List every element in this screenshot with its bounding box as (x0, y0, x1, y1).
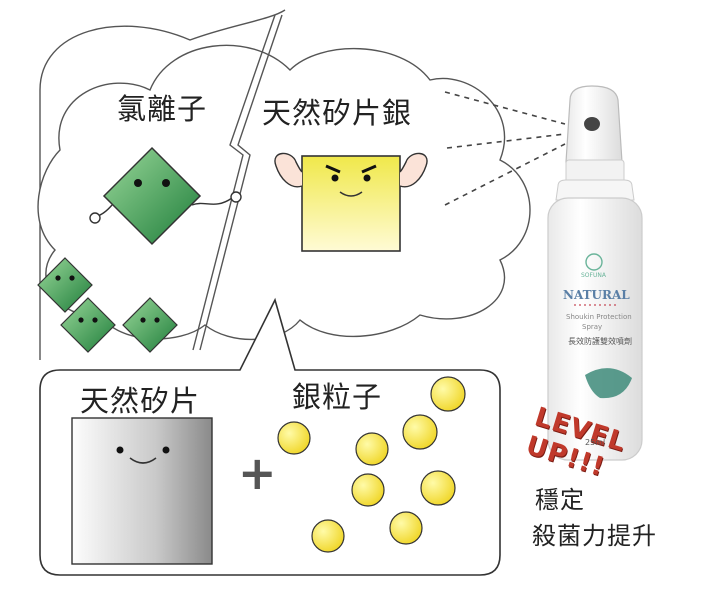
stable-label: 穩定 (535, 486, 585, 514)
bottle-desc-line2: Spray (582, 323, 603, 331)
bottle-volume: 25ml (585, 438, 606, 447)
natural-flake-label: 天然矽片 (80, 384, 201, 418)
natural-silver-label: 天然矽片銀 (262, 96, 413, 130)
bottle-desc-line1: Shoukin Protection (566, 313, 632, 321)
spray-bottle (547, 85, 643, 461)
bottle-brand-small: SOFUNA (581, 272, 606, 279)
natural-flake-character (71, 417, 213, 565)
silver-flake-character (274, 152, 428, 252)
silver-particles (277, 376, 466, 553)
bottle-brand-large: NATURAL (563, 288, 630, 302)
zigzag-divider-2 (192, 14, 276, 351)
zigzag-divider (199, 14, 283, 351)
plus-sign: + (238, 446, 277, 500)
small-green-diamonds (37, 257, 178, 353)
bottle-desc-zh: 長效防護雙效噴劑 (568, 337, 632, 346)
boost-label: 殺菌力提升 (532, 522, 657, 550)
left-cloud-outline (39, 9, 286, 360)
silver-particle-label: 銀粒子 (292, 380, 383, 414)
spray-lines (444, 91, 566, 206)
chloride-character (89, 146, 242, 246)
chloride-label: 氯離子 (117, 92, 208, 126)
bottle-paint-swash (585, 368, 632, 399)
